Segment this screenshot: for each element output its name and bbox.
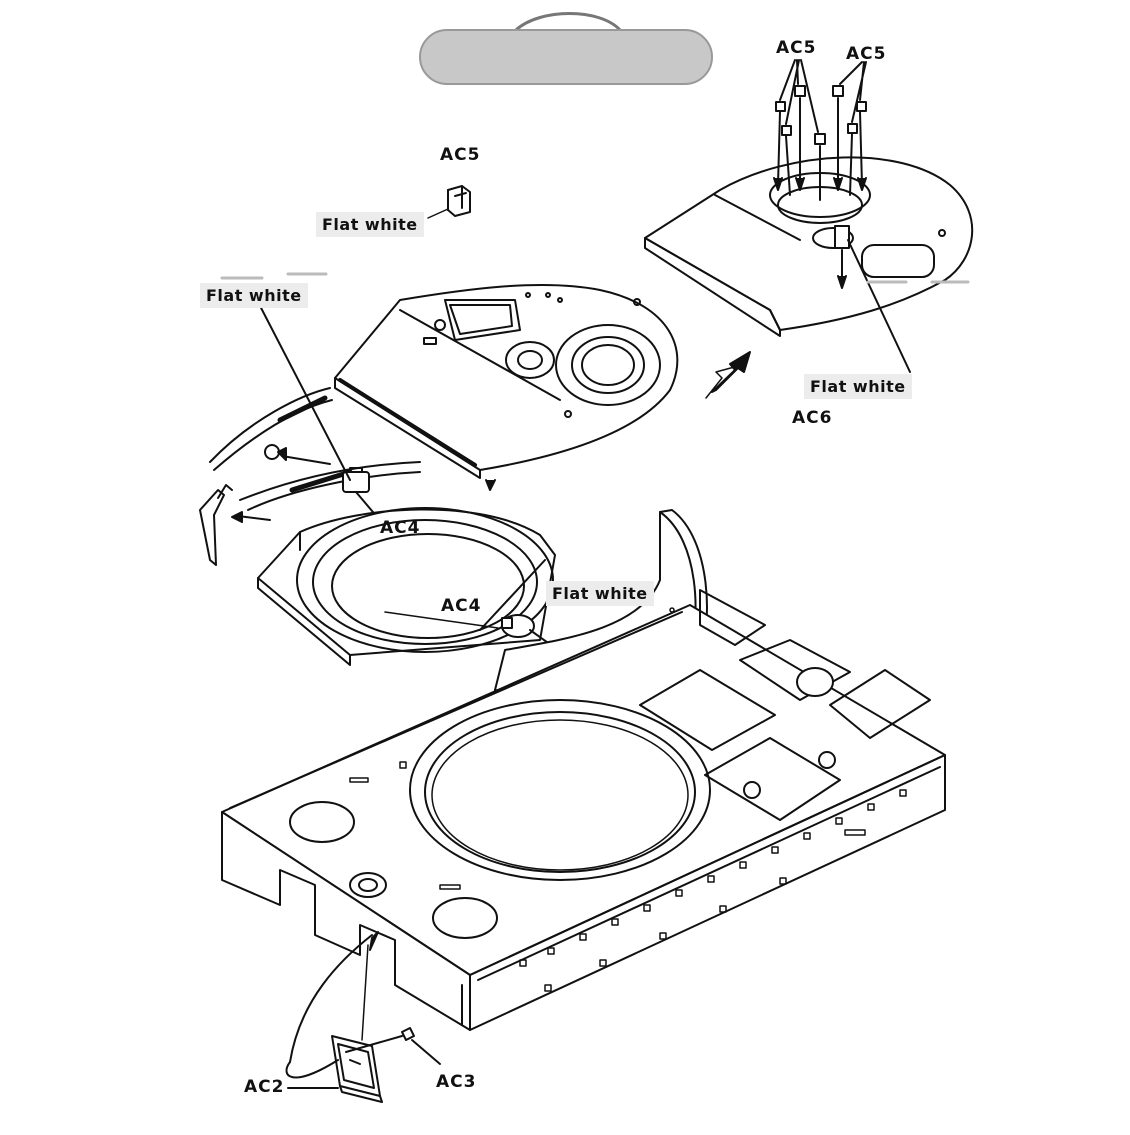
label-ac3: AC3 (436, 1072, 477, 1092)
ac3-part (401, 1027, 441, 1065)
hull-top-deck (221, 589, 946, 1031)
ac6-part (834, 225, 911, 373)
package-hanger-tab (330, 0, 800, 85)
ac5-part (832, 85, 844, 97)
ac4-upper-part (257, 301, 379, 519)
ac5-part (856, 101, 867, 112)
turret-floor-plate-ac6 (644, 156, 974, 337)
ac5-parts-group (773, 59, 867, 201)
ac2-part (285, 931, 403, 1103)
label-ac4-lower: AC4 (441, 596, 482, 616)
ac5-part (847, 123, 858, 134)
ac5-part (775, 101, 786, 112)
label-ac6: AC6 (792, 408, 833, 428)
turret-roof (334, 284, 679, 491)
ac5-part (814, 133, 826, 145)
print-marks (220, 272, 970, 284)
turret-ring-plate (257, 507, 556, 666)
callout-flat-white-turret: Flat white (200, 283, 308, 308)
ac5-left-part (447, 185, 471, 217)
callout-flat-white-ac5: Flat white (316, 212, 424, 237)
ac5-part (794, 85, 806, 97)
callout-flat-white-ring: Flat white (546, 581, 654, 606)
assembly-direction-arrows (705, 351, 751, 399)
label-ac4-upper: AC4 (380, 518, 421, 538)
label-ac5-top-b: AC5 (846, 44, 887, 64)
ac5-part (781, 125, 792, 136)
turret-side-wall (209, 387, 421, 511)
label-ac2: AC2 (244, 1077, 285, 1097)
callout-flat-white-ac6: Flat white (804, 374, 912, 399)
side-bracket (199, 484, 271, 566)
label-ac5-top-a: AC5 (776, 38, 817, 58)
label-ac5-left: AC5 (440, 145, 481, 165)
